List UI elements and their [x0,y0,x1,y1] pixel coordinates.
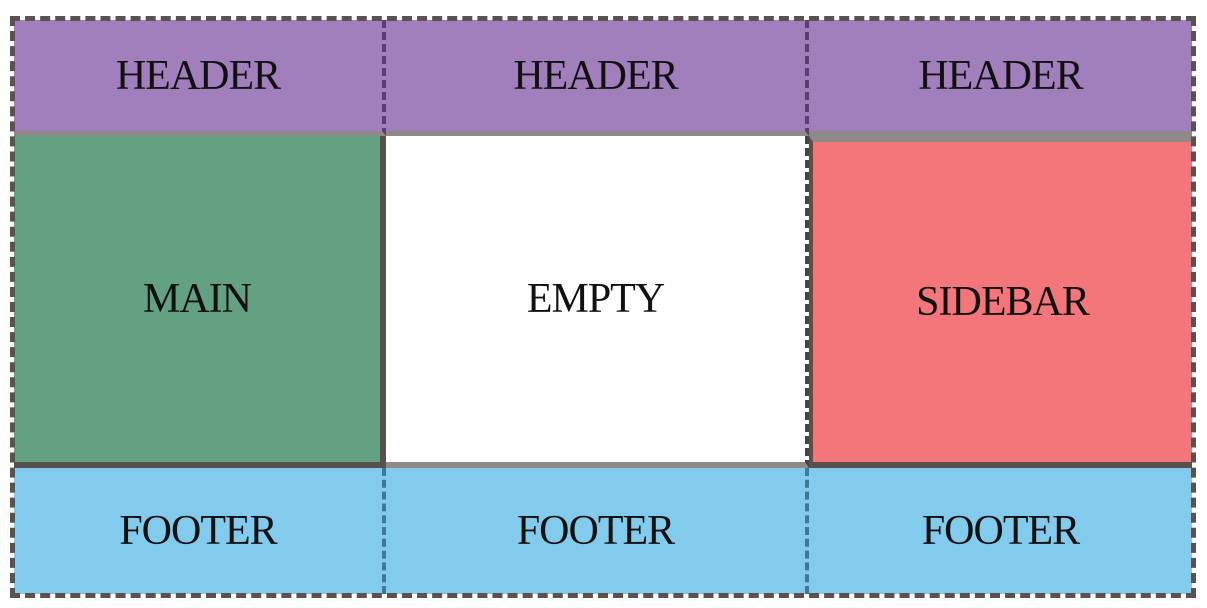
main-area: MAIN [14,136,386,468]
header-cell-3: HEADER [809,20,1192,136]
footer-label: FOOTER [119,508,277,554]
sidebar-label: SIDEBAR [916,279,1090,325]
empty-label: EMPTY [526,276,665,322]
empty-area: EMPTY [386,136,809,468]
header-label: HEADER [918,52,1083,99]
main-label: MAIN [143,276,252,322]
header-label: HEADER [115,52,281,99]
footer-cell-2: FOOTER [386,468,809,594]
sidebar-area: SIDEBAR [809,136,1192,468]
grid-layout-diagram: HEADER HEADER HEADER MAIN EMPTY SIDEBAR … [14,20,1192,594]
header-label: HEADER [513,52,678,99]
footer-label: FOOTER [516,508,675,554]
header-cell-1: HEADER [14,20,386,136]
footer-cell-1: FOOTER [14,468,386,594]
footer-label: FOOTER [921,508,1080,554]
header-cell-2: HEADER [386,20,809,136]
footer-cell-3: FOOTER [809,468,1192,594]
